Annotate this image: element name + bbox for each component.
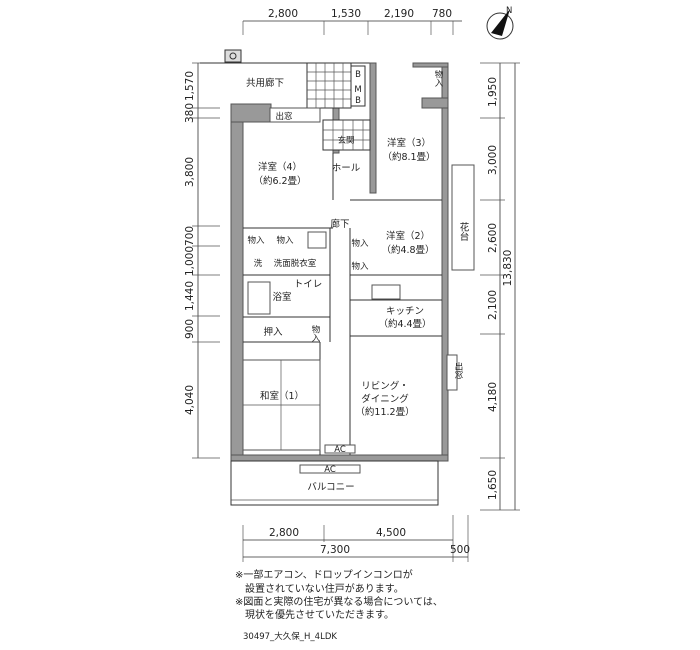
- dim-top-3: 2,190: [384, 8, 414, 20]
- dim-left-3: 3,800: [184, 157, 196, 187]
- dim-top-4: 780: [432, 8, 452, 20]
- note-line-1: ※一部エアコン、ドロップインコンロが: [235, 568, 413, 581]
- compass-label: N: [506, 6, 512, 16]
- dim-right-5: 4,180: [487, 382, 499, 412]
- label-hall: ホール: [332, 163, 361, 174]
- right-dimensions: 1,950 3,000 2,600 2,100 4,180 1,650 13,8…: [480, 62, 520, 511]
- dim-right-2: 3,000: [487, 145, 499, 175]
- label-room4-size: （約6.2畳）: [253, 175, 306, 187]
- dim-left-4: 700: [184, 226, 196, 246]
- dim-left-2: 380: [184, 103, 196, 123]
- dim-bottom-total: 7,300: [320, 544, 350, 556]
- dim-left-5: 1,000: [184, 246, 196, 276]
- dim-right-4: 2,100: [487, 290, 499, 320]
- label-kitchen: キッチン: [386, 306, 424, 317]
- label-ac-2: AC: [324, 465, 336, 475]
- label-room2: 洋室（2）: [386, 230, 430, 242]
- label-living: リビング・: [361, 380, 409, 392]
- dim-right-total: 13,830: [502, 250, 514, 287]
- left-dimensions: 1,570 380 3,800 700 1,000 1,440 900 4,04…: [184, 62, 220, 459]
- label-flower-stand: 花台: [458, 221, 470, 242]
- label-storage-2: 物入: [276, 235, 294, 246]
- label-m: M: [354, 85, 361, 95]
- label-kitchen-size: （約4.4畳）: [378, 318, 431, 330]
- label-bath: 浴室: [272, 291, 291, 303]
- dim-left-1: 1,570: [184, 71, 196, 101]
- label-toilet: トイレ: [294, 279, 323, 290]
- top-dimensions: 2,800 1,530 2,190 780: [242, 8, 462, 35]
- notes: ※一部エアコン、ドロップインコンロが 設置されていない住戸があります。 ※図面と…: [235, 568, 443, 642]
- note-line-2: 設置されていない住戸があります。: [235, 582, 404, 595]
- label-room3-size: （約8.1畳）: [382, 151, 435, 163]
- dim-left-6: 1,440: [184, 281, 196, 311]
- label-mb: B: [355, 96, 361, 106]
- note-line-3: ※図面と実際の住宅が異なる場合については、: [235, 595, 443, 608]
- label-living-size: （約11.2畳）: [355, 406, 414, 418]
- label-shared-corridor: 共用廊下: [246, 77, 284, 89]
- entrance-tile: [306, 62, 371, 151]
- dim-top-2: 1,530: [331, 8, 361, 20]
- label-closet: 押入: [263, 326, 283, 338]
- label-washroom: 洗面脱衣室: [274, 258, 317, 269]
- dim-bottom-1: 2,800: [269, 527, 299, 539]
- dim-right-1: 1,950: [487, 77, 499, 107]
- room-labels: 共用廊下 出窓 B M B 玄関 ホール 洋室（3） （約8.1畳） 洋室（4）…: [246, 69, 469, 493]
- dim-top-1: 2,800: [268, 8, 298, 20]
- label-ac-1: AC: [334, 445, 346, 455]
- note-line-4: 現状を優先させていただきます。: [235, 608, 394, 621]
- bottom-dimensions: 2,800 4,500 7,300 500: [242, 515, 470, 562]
- label-hallway: 廊下: [330, 218, 349, 230]
- label-storage-5: 物入: [433, 69, 443, 87]
- dim-bottom-3: 500: [450, 544, 470, 556]
- label-bay-window-top: 出窓: [275, 111, 293, 122]
- flower-stand: [451, 164, 475, 271]
- label-japanese-room: 和室（1）: [260, 390, 304, 402]
- label-storage-3: 物入: [351, 238, 369, 249]
- label-storage-4: 物入: [351, 261, 369, 272]
- dim-left-8: 4,040: [184, 385, 196, 415]
- label-entrance: 玄関: [337, 135, 354, 146]
- label-storage-6: 物入: [310, 324, 320, 342]
- label-room2-size: （約4.8畳）: [381, 244, 434, 256]
- label-balcony: バルコニー: [307, 482, 354, 493]
- label-bay-window-right: 出窓: [453, 361, 463, 379]
- label-dining: ダイニング: [361, 393, 409, 405]
- label-wash: 洗: [254, 258, 263, 269]
- label-b: B: [355, 70, 361, 80]
- plan-id: 30497_大久保_H_4LDK: [243, 631, 337, 642]
- label-room3: 洋室（3）: [387, 137, 431, 149]
- dim-right-3: 2,600: [487, 223, 499, 253]
- label-room4: 洋室（4）: [258, 161, 302, 173]
- dim-left-7: 900: [184, 319, 196, 339]
- dim-right-6: 1,650: [487, 470, 499, 500]
- label-storage-1: 物入: [247, 235, 265, 246]
- meter-icon: [224, 49, 242, 63]
- north-compass-icon: N: [486, 6, 514, 40]
- dim-bottom-2: 4,500: [376, 527, 406, 539]
